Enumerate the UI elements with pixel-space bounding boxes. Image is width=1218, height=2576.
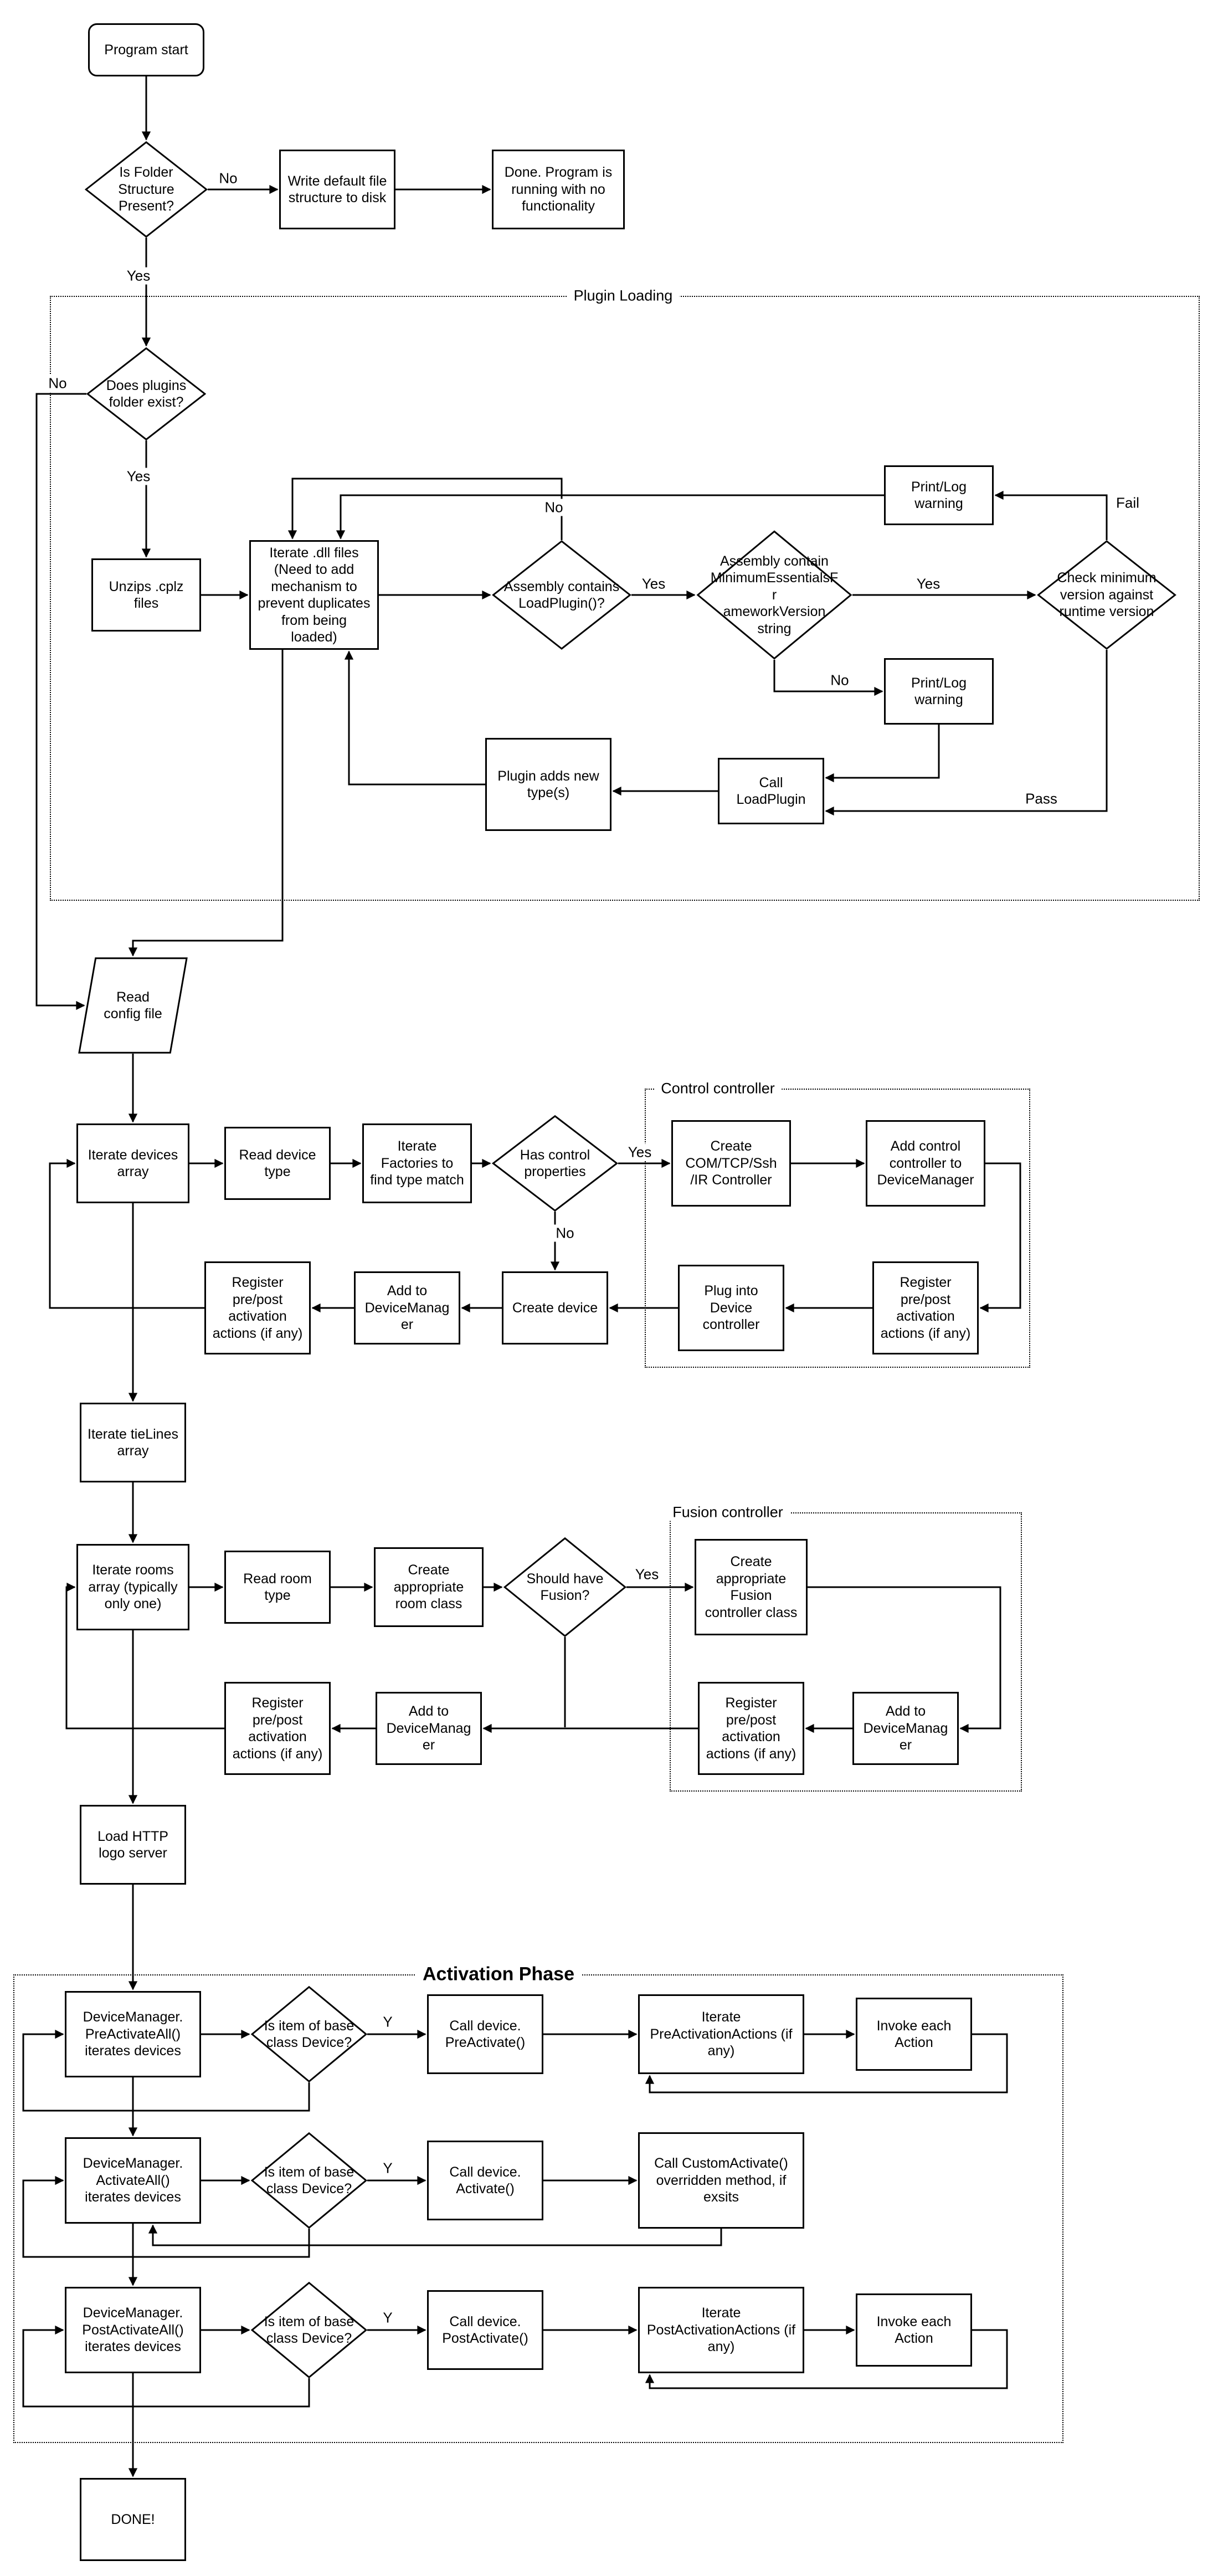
edge-label-no-control: No	[552, 1224, 578, 1242]
node-add-control-controller: Add control controller to DeviceManager	[866, 1120, 985, 1207]
edge-label-y-pre: Y	[379, 2013, 396, 2031]
node-register-actions-room: Register pre/post activation actions (if…	[224, 1682, 331, 1775]
node-iterate-postactivation-actions: Iterate PostActivationActions (if any)	[638, 2287, 804, 2373]
decision-plugins-folder: Does plugins folder exist?	[86, 347, 206, 440]
edge-label-no-plugins: No	[45, 374, 70, 392]
node-call-preactivate: Call device. PreActivate()	[427, 1994, 543, 2074]
node-unzip-cplz: Unzips .cplz files	[91, 558, 201, 632]
decision-assembly-minversion: Assembly contain MinimumEssentialsFr ame…	[696, 530, 852, 660]
edge-label-yes-loadplugin: Yes	[638, 575, 669, 593]
node-iterate-dll: Iterate .dll files (Need to add mechanis…	[249, 540, 379, 650]
edge-label-yes-fusion: Yes	[631, 1566, 662, 1583]
decision-is-base-device-3: Is item of base class Device?	[251, 2282, 367, 2378]
decision-assembly-loadplugin: Assembly contains LoadPlugin()?	[492, 540, 631, 650]
plugin-loading-title: Plugin Loading	[567, 287, 680, 305]
decision-should-have-fusion: Should have Fusion?	[503, 1537, 626, 1637]
edge-label-yes-control: Yes	[624, 1143, 655, 1161]
node-load-http-logo-server: Load HTTP logo server	[80, 1805, 186, 1885]
node-print-log-warning-no: Print/Log warning	[884, 658, 994, 725]
node-create-device: Create device	[502, 1271, 608, 1345]
node-add-to-devicemanager-fusion: Add to DeviceManager	[852, 1692, 959, 1765]
node-read-room-type: Read room type	[224, 1551, 331, 1624]
node-add-to-devicemanager-room: Add to DeviceManager	[376, 1692, 482, 1765]
edge-label-yes-minversion: Yes	[913, 575, 944, 593]
edge-label-y-post: Y	[379, 2309, 396, 2327]
activation-phase-title: Activation Phase	[416, 1963, 581, 1985]
node-plugin-adds-types: Plugin adds new type(s)	[485, 738, 611, 831]
node-plug-into-device-controller: Plug into Device controller	[678, 1265, 784, 1351]
decision-is-base-device-2: Is item of base class Device?	[251, 2132, 367, 2229]
node-read-config-file: Read config file	[78, 957, 188, 1054]
node-register-actions-control: Register pre/post activation actions (if…	[872, 1261, 979, 1354]
node-create-controller: Create COM/TCP/Ssh /IR Controller	[671, 1120, 791, 1207]
node-write-default-structure: Write default file structure to disk	[279, 150, 395, 229]
decision-has-control-properties: Has control properties	[492, 1115, 618, 1212]
edge-label-y-activate: Y	[379, 2159, 396, 2177]
node-postactivateall: DeviceManager. PostActivateAll() iterate…	[65, 2287, 201, 2373]
node-create-fusion-controller: Create appropriate Fusion controller cla…	[695, 1539, 808, 1635]
node-call-activate: Call device. Activate()	[427, 2141, 543, 2220]
control-controller-section	[645, 1089, 1030, 1368]
edge-label-pass: Pass	[1022, 790, 1061, 808]
fusion-controller-title: Fusion controller	[666, 1503, 790, 1521]
node-add-to-devicemanager-device: Add to DeviceManager	[354, 1271, 460, 1345]
node-done-no-functionality: Done. Program is running with no functio…	[492, 150, 625, 229]
node-invoke-each-action-2: Invoke each Action	[856, 2293, 972, 2367]
node-call-loadplugin: Call LoadPlugin	[718, 758, 824, 824]
node-iterate-preactivation-actions: Iterate PreActivationActions (if any)	[638, 1994, 804, 2074]
edge-label-yes-plugins: Yes	[123, 468, 154, 485]
edge-label-no-folder: No	[215, 170, 241, 187]
node-preactivateall: DeviceManager. PreActivateAll() iterates…	[65, 1991, 201, 2077]
node-register-actions-device: Register pre/post activation actions (if…	[204, 1261, 311, 1354]
node-activateall: DeviceManager. ActivateAll() iterates de…	[65, 2137, 201, 2224]
node-iterate-factories: Iterate Factories to find type match	[362, 1123, 472, 1203]
node-iterate-devices: Iterate devices array	[76, 1123, 189, 1203]
node-call-customactivate: Call CustomActivate() overridden method,…	[638, 2132, 804, 2229]
node-iterate-tielines: Iterate tieLines array	[80, 1403, 186, 1482]
edge-label-no-minversion: No	[827, 671, 852, 689]
decision-check-min-version: Check minimum version against runtime ve…	[1037, 540, 1176, 650]
decision-folder-structure: Is Folder Structure Present?	[85, 141, 208, 238]
node-call-postactivate: Call device. PostActivate()	[427, 2290, 543, 2370]
node-invoke-each-action-1: Invoke each Action	[856, 1998, 972, 2071]
node-read-device-type: Read device type	[224, 1127, 331, 1200]
node-iterate-rooms: Iterate rooms array (typically only one)	[76, 1544, 189, 1630]
node-create-room-class: Create appropriate room class	[374, 1547, 484, 1627]
edge-label-yes-folder: Yes	[123, 267, 154, 285]
edge-label-no-loadplugin: No	[541, 499, 567, 516]
decision-is-base-device-1: Is item of base class Device?	[251, 1986, 367, 2082]
control-controller-title: Control controller	[654, 1080, 782, 1097]
node-register-actions-fusion: Register pre/post activation actions (if…	[698, 1682, 804, 1775]
fusion-controller-section	[670, 1512, 1022, 1792]
node-program-start: Program start	[88, 23, 204, 76]
node-print-log-warning-fail: Print/Log warning	[884, 465, 994, 525]
node-done: DONE!	[80, 2478, 186, 2561]
edge-label-fail: Fail	[1113, 494, 1143, 512]
